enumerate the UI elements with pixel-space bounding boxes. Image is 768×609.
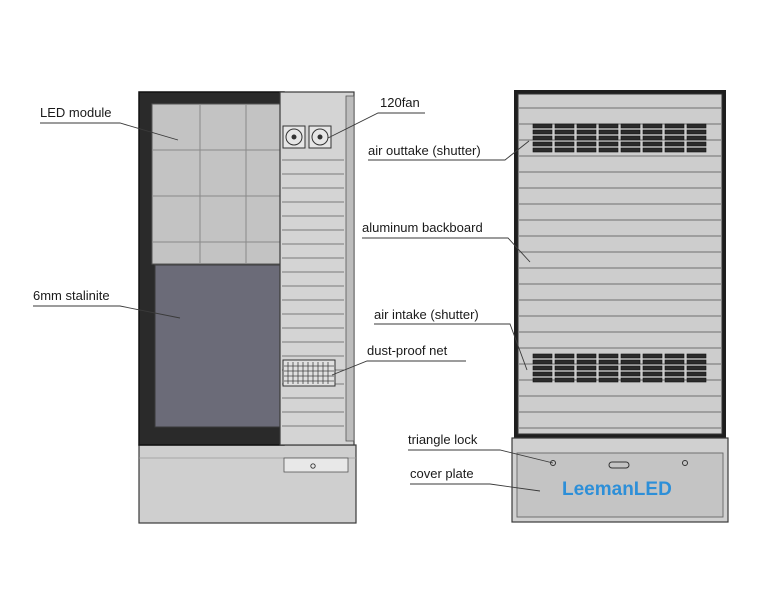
stalinite-glass <box>154 264 281 428</box>
triangle-lock-icon-right <box>682 460 688 466</box>
label-air-intake: air intake (shutter) <box>374 307 479 322</box>
led-module-cells <box>152 104 280 264</box>
led-module-grid <box>151 103 281 265</box>
dust-net-icon <box>282 359 336 387</box>
callouts: LED module 120fan air outtake (shutter) … <box>33 95 554 492</box>
label-backboard: aluminum backboard <box>362 220 483 235</box>
left-base-plate <box>138 444 357 524</box>
right-cabinet: LeemanLED <box>511 90 729 523</box>
left-cabinet <box>138 91 357 524</box>
label-dust-net: dust-proof net <box>367 343 448 358</box>
cover-plate-panel <box>516 452 724 518</box>
brand-logo: LeemanLED <box>562 479 672 500</box>
fan-icon <box>282 125 332 149</box>
air-intake-shutter <box>532 353 707 383</box>
cover-plate-handle <box>608 461 630 469</box>
label-cover-plate: cover plate <box>410 466 474 481</box>
label-air-outtake: air outtake (shutter) <box>368 143 481 158</box>
triangle-lock-icon <box>550 460 556 466</box>
label-stalinite: 6mm stalinite <box>33 288 110 303</box>
label-triangle-lock: triangle lock <box>408 432 478 447</box>
label-led-module: LED module <box>40 105 112 120</box>
air-outtake-shutter <box>532 123 707 153</box>
label-120fan: 120fan <box>380 95 420 110</box>
